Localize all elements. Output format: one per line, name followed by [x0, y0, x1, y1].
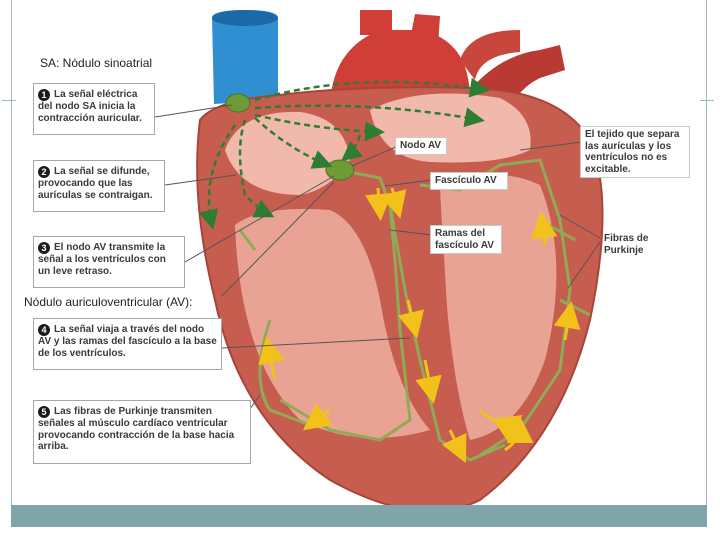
- step-number-badge: 4: [38, 324, 50, 336]
- step-text: El nodo AV transmite la señal a los vent…: [38, 242, 166, 277]
- step-number-badge: 5: [38, 406, 50, 418]
- sa-node: [226, 94, 250, 112]
- slide-footer-bar: [11, 505, 707, 527]
- step-number-badge: 1: [38, 89, 50, 101]
- sa-node-heading: SA: Nódulo sinoatrial: [40, 56, 152, 70]
- superior-vena-cava: [212, 10, 278, 104]
- step-text: La señal viaja a través del nodo AV y la…: [38, 324, 217, 359]
- label-fibras-purkinje: Fibras de Purkinje: [604, 233, 664, 256]
- label-nodo-av: Nodo AV: [395, 137, 447, 155]
- label-tejido-no-excitable: El tejido que separa las aurículas y los…: [580, 126, 690, 178]
- step-text: La señal se difunde, provocando que las …: [38, 166, 153, 201]
- label-fasciculo-av: Fascículo AV: [430, 172, 508, 190]
- step-number-badge: 2: [38, 166, 50, 178]
- av-node: [326, 160, 354, 180]
- step-number-badge: 3: [38, 242, 50, 254]
- label-ramas-fasciculo: Ramas del fascículo AV: [430, 225, 502, 254]
- step-text: La señal eléctrica del nodo SA inicia la…: [38, 89, 142, 124]
- av-node-heading: Nódulo auriculoventricular (AV):: [24, 295, 193, 309]
- step-text: Las fibras de Purkinje transmiten señale…: [38, 406, 234, 452]
